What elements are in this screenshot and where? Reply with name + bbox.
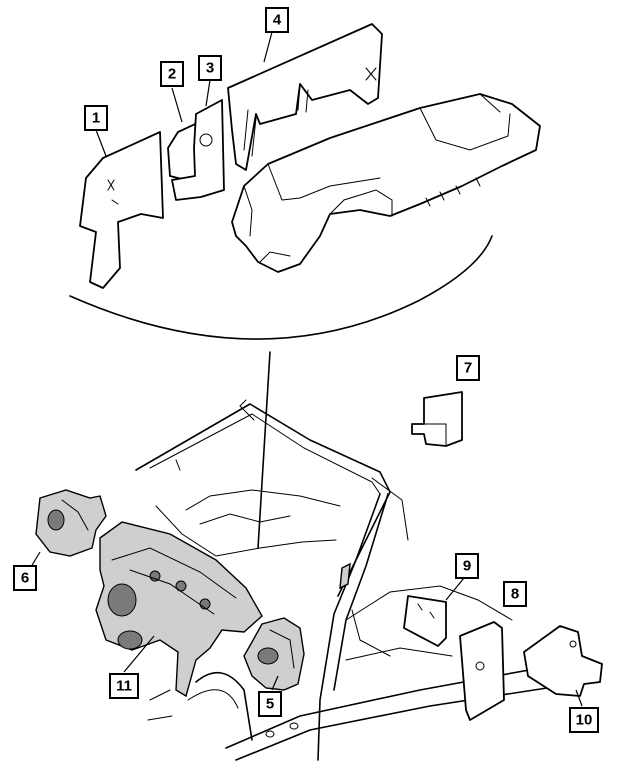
svg-text:4: 4 [273,12,282,29]
leader-9 [445,577,465,601]
svg-text:3: 3 [206,60,214,77]
callout-3: 3 [198,55,222,81]
svg-text:1: 1 [92,110,100,127]
leader-4 [263,31,273,63]
callout-11: 11 [109,673,139,699]
pad-part-9 [403,595,447,647]
svg-text:5: 5 [266,696,274,713]
leader-10 [575,689,583,707]
callout-2: 2 [160,61,184,87]
detail-leader [257,351,271,549]
pad-part-7 [411,391,463,447]
svg-text:7: 7 [464,360,472,377]
callout-7: 7 [456,355,480,381]
pad-part-1 [79,131,164,289]
svg-text:6: 6 [21,570,29,587]
callout-4: 4 [265,7,289,33]
callout-6: 6 [13,565,37,591]
instrument-panel [231,93,541,273]
leader-3 [205,79,211,107]
pad-part-10 [523,625,603,697]
leader-2 [171,87,183,123]
leader-11 [123,635,155,673]
dash-panel-part-11 [95,521,263,698]
pad-part-8 [459,621,505,721]
leader-1 [95,129,107,157]
detail-arc [69,235,493,340]
svg-text:10: 10 [576,712,593,729]
leader-5 [271,675,279,691]
callout-10: 10 [569,707,599,733]
insulator-part-5 [243,617,305,691]
callout-1: 1 [84,105,108,131]
svg-text:8: 8 [511,586,519,603]
pad-part-4 [227,23,383,171]
pad-part-3 [171,99,225,201]
svg-text:11: 11 [116,678,132,695]
svg-text:9: 9 [463,558,471,575]
svg-text:2: 2 [168,66,176,83]
callout-9: 9 [455,553,479,579]
insulator-part-6 [35,489,107,557]
callout-8: 8 [503,581,527,607]
callout-5: 5 [258,691,282,717]
